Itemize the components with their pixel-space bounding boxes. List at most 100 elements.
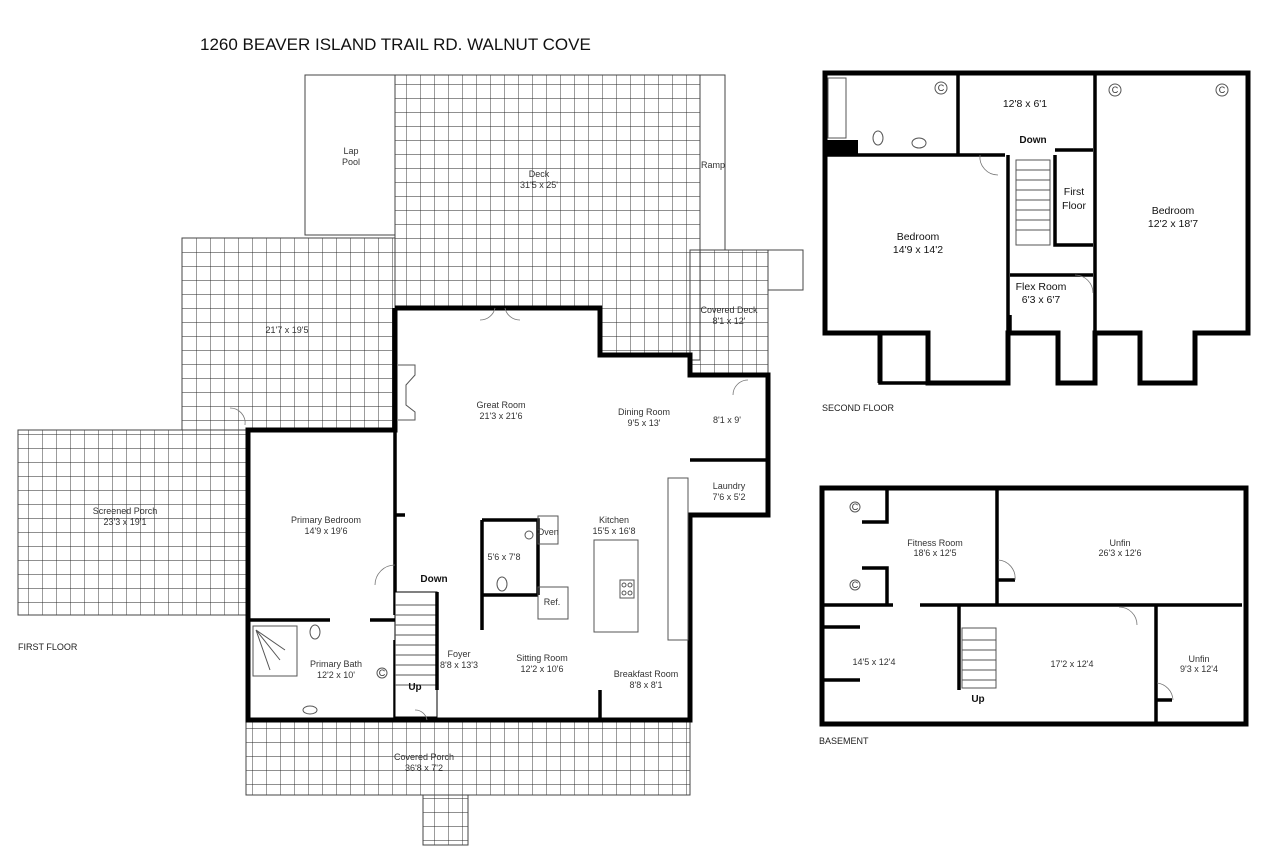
door-swing (229, 407, 246, 426)
closet-icon: C (849, 501, 861, 513)
flex-room-dims: 6'3 x 6'7 (1022, 294, 1061, 306)
bathtub-icon (827, 77, 847, 139)
basement-room-dims: 14'5 x 12'4 (853, 657, 896, 667)
left-deck-dims: 21'7 x 19'5 (266, 325, 309, 335)
screened-porch-label: Screened Porch (93, 506, 158, 516)
main-stairs (394, 591, 439, 718)
ref-label: Ref. (544, 597, 561, 607)
deck-dims: 31'5 x 25' (520, 180, 558, 190)
foyer-label: Foyer (447, 649, 470, 659)
first-floor: Lap Pool Deck 31'5 x 25' Ramp 21'7 x 19'… (17, 74, 804, 846)
sink-icon (302, 705, 318, 715)
ramp-label: Ramp (701, 160, 725, 170)
door-swing (1074, 274, 1094, 294)
upper-left-deck (181, 237, 396, 431)
bedroom-left-label: Bedroom (897, 231, 940, 243)
wall (878, 333, 928, 385)
svg-text:C: C (852, 502, 859, 512)
first-floor-open-label: Floor (1062, 200, 1086, 212)
ref-box (537, 586, 569, 620)
exterior-walls (245, 305, 771, 723)
lap-pool-label: Pool (342, 157, 360, 167)
first-floor-label: FIRST FLOOR (18, 642, 78, 652)
primary-bedroom-label: Primary Bedroom (291, 515, 361, 525)
first-floor-open-label: First (1064, 186, 1084, 198)
kitchen-counter (667, 477, 689, 641)
screened-porch (17, 429, 247, 616)
great-room-label: Great Room (476, 400, 525, 410)
unfin-large-dims: 26'3 x 12'6 (1099, 548, 1142, 558)
great-room-dims: 21'3 x 21'6 (480, 411, 523, 421)
stairs-down-label: Down (1019, 135, 1046, 146)
lap-pool-label: Lap (343, 146, 358, 156)
basement-label: BASEMENT (819, 736, 869, 746)
closet-icon: C (849, 579, 861, 591)
basement-room-dims: 17'2 x 12'4 (1051, 659, 1094, 669)
deck-label: Deck (529, 169, 550, 179)
covered-deck-label: Covered Deck (700, 305, 758, 315)
french-door (479, 307, 521, 321)
fitness-room-label: Fitness Room (907, 538, 963, 548)
deck-stairs (767, 249, 804, 291)
unfin-large-label: Unfin (1109, 538, 1130, 548)
cooktop-icon (619, 579, 635, 599)
second-floor-interior-walls (825, 73, 1097, 333)
primary-bath-dims: 12'2 x 10' (317, 670, 355, 680)
svg-text:C: C (1219, 85, 1226, 95)
sitting-room-dims: 12'2 x 10'6 (521, 664, 564, 674)
unfin-small-dims: 9'3 x 12'4 (1180, 664, 1218, 674)
foyer-dims: 8'8 x 13'3 (440, 660, 478, 670)
svg-text:C: C (938, 83, 945, 93)
svg-text:C: C (379, 668, 386, 678)
door-swing (374, 564, 396, 586)
porch-stairs (422, 794, 469, 846)
covered-porch-label: Covered Porch (394, 752, 454, 762)
oven-label: Oven (537, 527, 559, 537)
closet-icon: C (376, 667, 388, 679)
oven-box (537, 515, 559, 545)
stair-treads (962, 639, 996, 681)
covered-porch (245, 719, 691, 796)
mudroom-dims: 8'1 x 9' (713, 415, 741, 425)
svg-text:C: C (1112, 85, 1119, 95)
toilet-icon (496, 576, 508, 592)
dining-room-label: Dining Room (618, 407, 670, 417)
fireplace (398, 364, 416, 421)
plan-title: 1260 BEAVER ISLAND TRAIL RD. WALNUT COVE (200, 35, 591, 54)
covered-deck (689, 249, 769, 376)
lap-pool (304, 74, 396, 236)
closet-icon: C (1215, 83, 1229, 97)
kitchen-island (593, 539, 639, 633)
closet-icon: C (1108, 83, 1122, 97)
laundry-dims: 7'6 x 5'2 (713, 492, 746, 502)
breakfast-room-label: Breakfast Room (614, 669, 679, 679)
fitness-room-dims: 18'6 x 12'5 (914, 548, 957, 558)
dining-room-dims: 9'5 x 13' (628, 418, 661, 428)
door-swing (979, 154, 999, 176)
primary-bath-label: Primary Bath (310, 659, 362, 669)
kitchen-dims: 15'5 x 16'8 (593, 526, 636, 536)
laundry-label: Laundry (713, 481, 746, 491)
second-floor: C C C 12'8 x 6'1 Down Bedroom 14'9 x 14'… (822, 70, 1251, 413)
stair-treads (1016, 169, 1050, 231)
bedroom-right-label: Bedroom (1152, 205, 1195, 217)
stairs-up-label: Up (971, 694, 984, 705)
door-swing (414, 709, 428, 721)
door-swings (997, 559, 1174, 701)
sitting-room-label: Sitting Room (516, 653, 568, 663)
breakfast-room-dims: 8'8 x 8'1 (630, 680, 663, 690)
hall-dims: 12'8 x 6'1 (1003, 98, 1047, 110)
basement-stairs (961, 627, 997, 689)
unfin-small-label: Unfin (1188, 654, 1209, 664)
basement: C C Fitness Room 18'6 x 12'5 Unfin 26'3 … (819, 485, 1249, 746)
basement-interior-walls (822, 488, 1242, 724)
shower-icon (252, 625, 298, 677)
primary-bedroom-dims: 14'9 x 19'6 (305, 526, 348, 536)
kitchen-label: Kitchen (599, 515, 629, 525)
door-swing (732, 379, 749, 396)
stairs-up-label: Up (408, 682, 421, 693)
sink-icon (911, 137, 927, 149)
closet-icon: C (934, 81, 948, 95)
